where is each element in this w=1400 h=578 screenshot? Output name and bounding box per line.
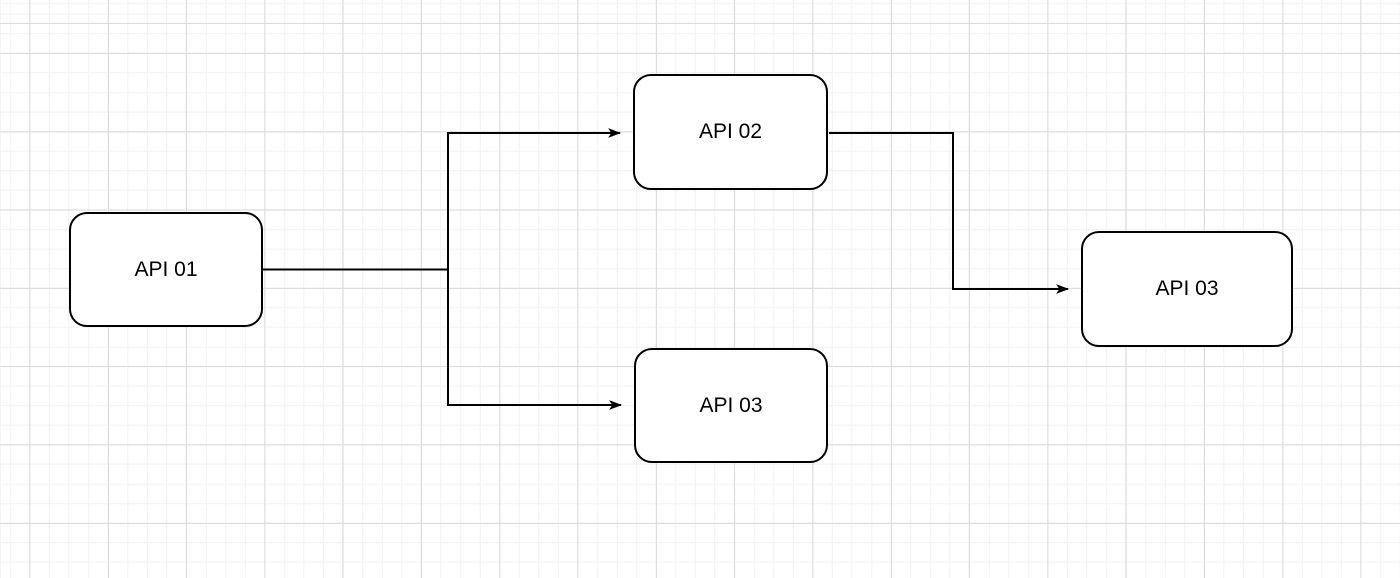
node-api-01-label: API 01 [134, 257, 198, 281]
node-api-03-middle: API 03 [634, 348, 828, 463]
node-api-03-middle-label: API 03 [699, 393, 763, 417]
node-api-03-right-label: API 03 [1155, 277, 1219, 300]
node-api-01: API 01 [69, 212, 263, 327]
node-api-03-right: API 03 [1081, 231, 1293, 347]
node-api-02: API 02 [633, 74, 828, 190]
edge-api02-api03-right [829, 132, 1070, 294]
node-api-02-label: API 02 [698, 120, 763, 143]
